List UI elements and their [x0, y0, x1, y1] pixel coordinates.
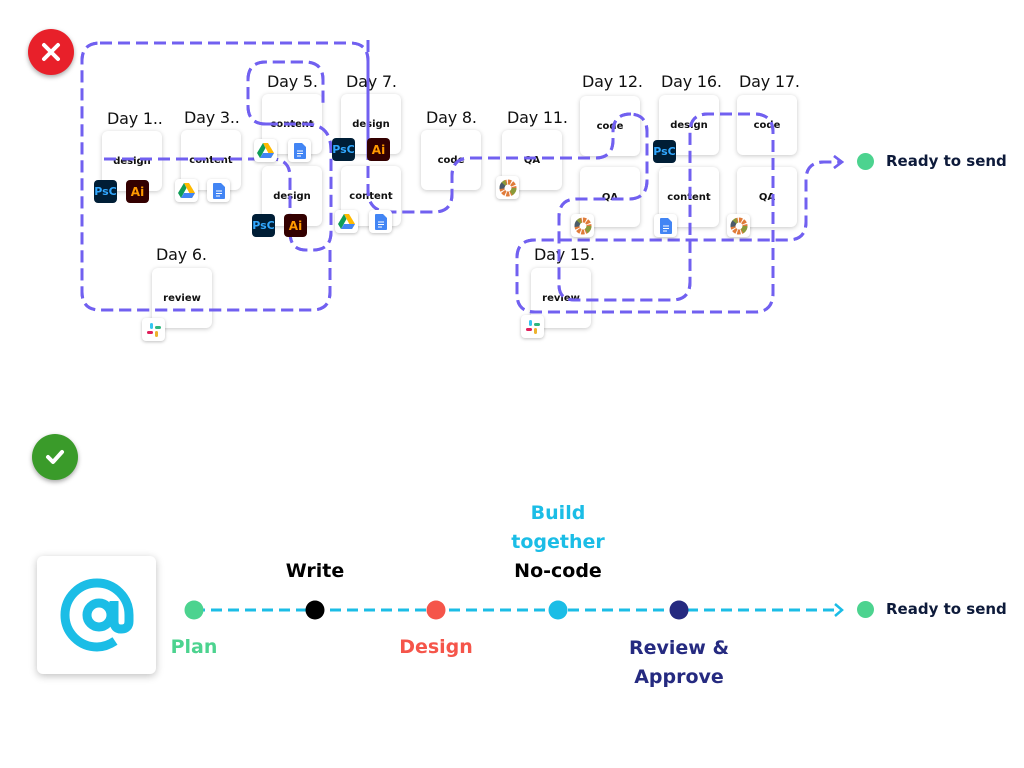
status-dot	[857, 600, 874, 618]
day-label: Day 16.	[661, 72, 722, 91]
stage-label-text: Approve	[634, 666, 724, 688]
arrow-head	[833, 155, 845, 169]
slack-icon	[142, 318, 165, 341]
stage-dot	[426, 600, 446, 620]
arrow-head	[833, 155, 845, 169]
success-status-icon	[32, 434, 78, 480]
google-docs-icon	[369, 210, 392, 233]
stage-label: Plan	[171, 633, 218, 662]
photoshop-icon: PsC	[94, 180, 117, 203]
stage-label-text: Write	[285, 560, 345, 582]
slack-icon	[521, 315, 544, 338]
stage-label-text: Build	[530, 502, 586, 524]
day-label: Day 5.	[267, 72, 318, 91]
illustrator-icon: Ai	[284, 214, 307, 237]
google-docs-icon	[207, 179, 230, 202]
google-drive-icon	[254, 139, 277, 162]
color-wheel-icon	[496, 176, 519, 199]
google-docs-icon	[654, 214, 677, 237]
illustrator-icon: Ai	[367, 138, 390, 161]
close-icon	[42, 43, 60, 61]
ready-to-send-endpoint: Ready to send	[857, 600, 1007, 618]
google-drive-icon	[335, 210, 358, 233]
status-dot	[857, 152, 874, 170]
stage-label-text: No-code	[514, 560, 602, 582]
day-label: Day 7.	[346, 72, 397, 91]
google-docs-icon	[288, 139, 311, 162]
day-label: Day 17.	[739, 72, 800, 91]
illustrator-icon: Ai	[126, 180, 149, 203]
day-label: Day 3..	[184, 108, 240, 127]
ready-to-send-label: Ready to send	[886, 152, 1007, 170]
task-card: code	[421, 130, 481, 190]
check-icon	[46, 450, 64, 464]
day-label: Day 15.	[534, 245, 595, 264]
stage-label: Design	[399, 633, 473, 662]
day-label: Day 12.	[582, 72, 643, 91]
app-logo	[37, 556, 156, 674]
task-card: code	[737, 95, 797, 155]
stage-dot	[669, 600, 689, 620]
stage-label-text: Design	[399, 636, 473, 658]
photoshop-icon: PsC	[653, 140, 676, 163]
color-wheel-icon	[571, 214, 594, 237]
stage-label-text: Review &	[628, 637, 730, 659]
day-label: Day 8.	[426, 108, 477, 127]
stage-dot	[184, 600, 204, 620]
color-wheel-icon	[727, 214, 750, 237]
stage-label-text: together	[511, 531, 605, 553]
stage-label-text: Plan	[170, 636, 218, 658]
stage-label: Review & Approve	[629, 634, 729, 692]
day-label: Day 1..	[107, 109, 163, 128]
at-sign-icon	[60, 578, 133, 652]
stage-dot	[305, 600, 325, 620]
ready-to-send-endpoint: Ready to send	[857, 152, 1007, 170]
task-card: code	[580, 96, 640, 156]
day-label: Day 11.	[507, 108, 568, 127]
photoshop-icon: PsC	[332, 138, 355, 161]
error-status-icon	[28, 29, 74, 75]
stage-label: Write	[286, 557, 344, 586]
ready-to-send-label: Ready to send	[886, 600, 1007, 618]
google-drive-icon	[175, 179, 198, 202]
stage-dot	[548, 600, 568, 620]
photoshop-icon: PsC	[252, 214, 275, 237]
day-label: Day 6.	[156, 245, 207, 264]
arrow-head	[834, 603, 844, 617]
